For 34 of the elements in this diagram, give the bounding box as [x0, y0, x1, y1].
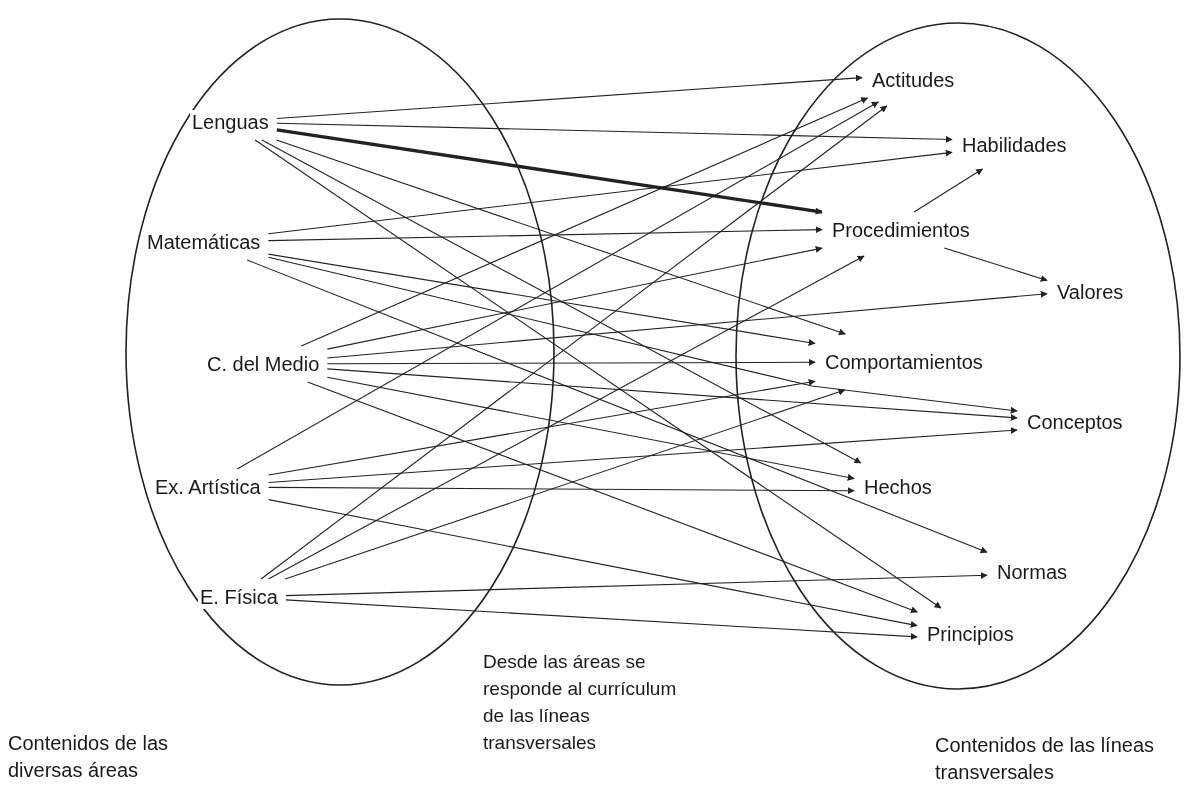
arrow: [260, 105, 888, 580]
arrow: [261, 139, 862, 464]
arrow: [268, 499, 918, 628]
arrow: [284, 388, 846, 580]
content-label: Lenguas: [190, 110, 271, 134]
arrow: [276, 74, 863, 120]
arrow: [267, 255, 865, 580]
arrow: [268, 426, 1018, 484]
arrow: [268, 486, 855, 495]
arrow: [307, 381, 918, 614]
arrow: [267, 149, 953, 235]
arrow: [267, 256, 1018, 414]
arrow: [267, 226, 823, 242]
group-caption: Contenidos de las líneas transversales: [935, 733, 1155, 785]
note-text: Desde las áreas se responde al currículum de las líneas transversales: [483, 650, 678, 755]
arrow: [943, 247, 1048, 282]
arrow: [326, 245, 823, 350]
arrow: [246, 259, 988, 554]
arrow: [326, 290, 1048, 359]
arrow: [236, 101, 879, 470]
arrow: [254, 139, 942, 609]
arrow: [285, 572, 988, 597]
arrow: [285, 599, 918, 641]
arrow: [275, 139, 846, 336]
arrow: [326, 358, 816, 366]
arrow: [326, 368, 1018, 421]
arrow: [276, 128, 823, 215]
arrow: [326, 376, 855, 481]
arrow: [276, 122, 953, 143]
arrow: [267, 253, 816, 346]
group-caption: Contenidos de las diversas áreas: [8, 731, 170, 783]
arrow: [300, 97, 869, 347]
arrow: [268, 378, 816, 476]
arrow: [913, 168, 983, 213]
